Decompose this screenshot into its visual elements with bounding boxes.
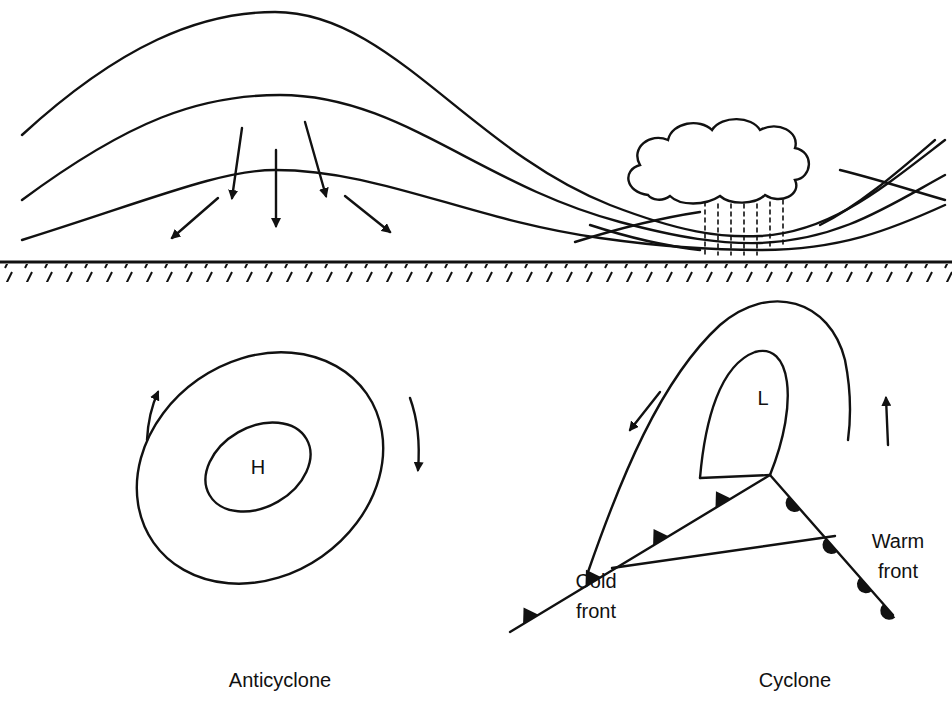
- isobar-surface: [22, 95, 945, 243]
- low-pressure-symbol: L: [748, 383, 778, 413]
- isobar: [700, 475, 770, 478]
- ground-line: [0, 261, 952, 264]
- cold-front-symbol: [523, 607, 538, 624]
- flow-arrow: [886, 398, 888, 445]
- flow-arrow: [410, 398, 419, 470]
- subsidence-arrows: [172, 122, 390, 238]
- isobar: [700, 351, 788, 478]
- caption-label: Anticyclone: [180, 665, 380, 695]
- warm-front-symbol: [786, 496, 801, 512]
- isobar-surface: [22, 170, 945, 250]
- ground-hatch: [0, 264, 952, 282]
- isobar: [612, 536, 835, 568]
- warm-front-symbol: [857, 577, 872, 593]
- cold-front-symbol: [715, 491, 730, 508]
- rain: [705, 200, 783, 255]
- cloud: [628, 119, 809, 203]
- flow-arrow: [147, 392, 158, 440]
- flow-arrow: [630, 392, 660, 430]
- cold-front-symbol: [653, 529, 668, 546]
- isobar-surface: [22, 12, 945, 236]
- isobar: [588, 301, 850, 572]
- caption-label: Cyclone: [695, 665, 895, 695]
- high-pressure-symbol: H: [243, 452, 273, 482]
- front-label: Warm front: [863, 526, 933, 586]
- front-label: Cold front: [566, 566, 626, 626]
- isobar-surface: [820, 140, 935, 225]
- warm-front-symbol: [822, 538, 837, 554]
- isobar-surface: [590, 225, 700, 250]
- isobar: [190, 404, 327, 529]
- warm-front-symbol: [880, 604, 895, 620]
- cold-front-line: [510, 475, 770, 632]
- isobar: [92, 305, 429, 631]
